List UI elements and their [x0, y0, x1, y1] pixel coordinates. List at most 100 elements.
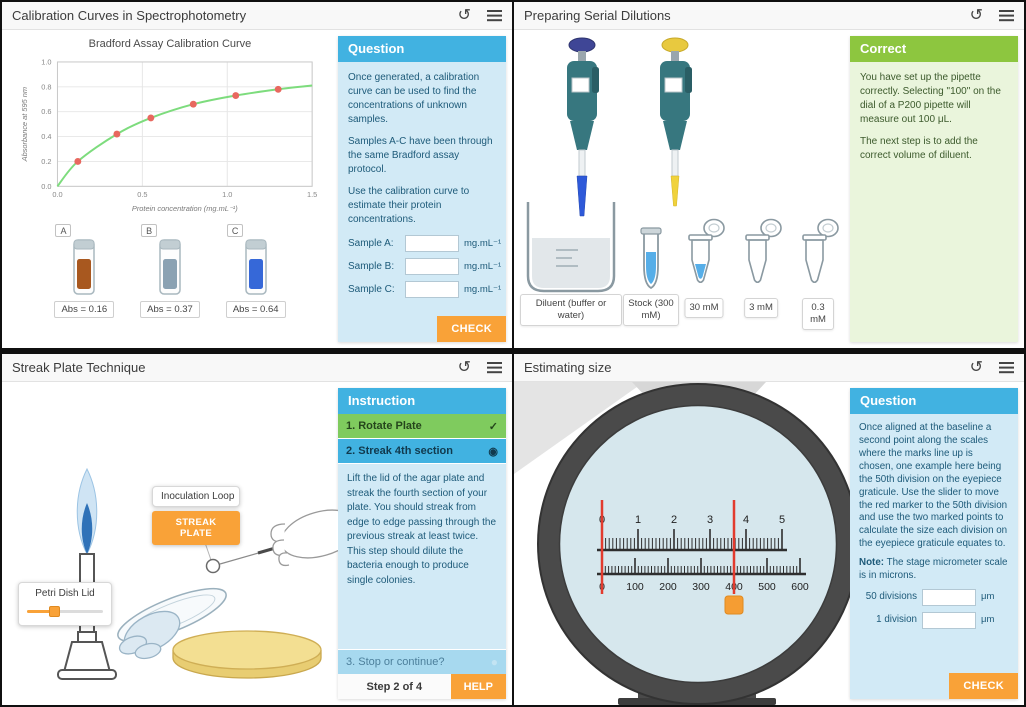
absorbance-label: Abs = 0.16	[54, 301, 115, 318]
streak-plate-button[interactable]: STREAK PLATE	[152, 511, 240, 545]
label-03mM: 0.3 mM	[802, 298, 834, 330]
reset-icon[interactable]: ↺	[457, 6, 471, 24]
instruction-step-2[interactable]: 2. Streak 4th section ◉	[338, 439, 506, 463]
menu-icon[interactable]	[487, 9, 502, 22]
instruction-body: Lift the lid of the agar plate and strea…	[338, 464, 506, 649]
instruction-step-3[interactable]: 3. Stop or continue? ●	[338, 650, 506, 674]
stock-tube[interactable]	[640, 227, 662, 290]
sample-letter: B	[141, 224, 158, 237]
absorbance-label: Abs = 0.37	[140, 301, 200, 318]
label-diluent: Diluent (buffer or water)	[520, 294, 622, 326]
feedback-body: You have set up the pipette correctly. S…	[850, 62, 1018, 342]
sample-c-label: Sample C:	[348, 283, 395, 295]
eyepiece-field	[538, 384, 850, 704]
menu-icon[interactable]	[999, 361, 1014, 374]
menu-icon[interactable]	[999, 9, 1014, 22]
lid-slider	[27, 606, 103, 617]
tube-30mM[interactable]	[688, 218, 725, 284]
titlebar-estimating: Estimating size ↺	[514, 354, 1024, 382]
instruction-step-1[interactable]: 1. Rotate Plate ✓	[338, 414, 506, 438]
note-label: Note:	[859, 557, 885, 569]
svg-text:0.2: 0.2	[41, 157, 51, 166]
reset-icon[interactable]: ↺	[969, 6, 983, 24]
sample-c-unit: mg.mL⁻¹	[464, 283, 502, 295]
chart-title: Bradford Assay Calibration Curve	[88, 38, 252, 50]
svg-text:3: 3	[707, 514, 713, 526]
svg-text:2: 2	[671, 514, 677, 526]
svg-text:300: 300	[692, 581, 710, 593]
step-1-label: 1. Rotate Plate	[346, 420, 422, 432]
petri-dish[interactable]	[172, 630, 322, 679]
sample-a-row: Sample A: mg.mL⁻¹	[348, 235, 501, 252]
one-division-input[interactable]	[922, 612, 976, 630]
streak-scene	[57, 467, 339, 680]
svg-text:1: 1	[635, 514, 641, 526]
check-button[interactable]: CHECK	[437, 316, 506, 342]
svg-text:1.0: 1.0	[41, 57, 51, 66]
step-progress: Step 2 of 4	[366, 680, 423, 693]
check-button[interactable]: CHECK	[949, 673, 1018, 699]
svg-text:600: 600	[791, 581, 809, 593]
diluent-beaker[interactable]	[526, 202, 616, 293]
reset-icon[interactable]: ↺	[969, 358, 983, 376]
microscope-arm	[514, 382, 644, 474]
dilutions-scene	[526, 37, 839, 293]
streak-workspace: Inoculation Loop STREAK PLATE Petri Dish…	[2, 382, 338, 705]
step-2-label: 2. Streak 4th section	[346, 445, 453, 457]
check-icon: ✓	[488, 420, 498, 433]
sample-a-input[interactable]	[405, 235, 459, 252]
microscope-scene: 0123450100200300400500600	[514, 382, 850, 705]
reset-icon[interactable]: ↺	[457, 358, 471, 376]
lid-slider-fill	[27, 610, 55, 613]
titlebar-icons: ↺	[969, 358, 1014, 376]
svg-text:500: 500	[758, 581, 776, 593]
sample-b-label: Sample B:	[348, 260, 395, 272]
one-division-row: 1 division μm	[859, 612, 1009, 630]
question-note: Note: The stage micrometer scale is in m…	[859, 557, 1009, 583]
svg-text:200: 200	[659, 581, 677, 593]
sample-c-input[interactable]	[405, 281, 459, 298]
stage-slider-handle[interactable]	[724, 595, 744, 615]
svg-text:0.0: 0.0	[52, 190, 62, 199]
tube-3mM[interactable]	[745, 218, 782, 284]
svg-text:5: 5	[779, 514, 785, 526]
question-body: Once aligned at the baseline a second po…	[850, 414, 1018, 699]
titlebar-streak: Streak Plate Technique ↺	[2, 354, 512, 382]
cuvette-icon	[159, 239, 181, 295]
instruction-footer: Step 2 of 4 HELP	[338, 674, 506, 699]
svg-text:1.5: 1.5	[307, 190, 317, 199]
lid-slider-track[interactable]	[27, 610, 103, 613]
dilutions-workspace: Diluent (buffer or water) Stock (300 mM)…	[514, 30, 850, 348]
pipette-blue-tip[interactable]	[567, 37, 599, 217]
hand-with-loop[interactable]	[205, 502, 339, 574]
fifty-divisions-input[interactable]	[922, 589, 976, 607]
panel-title: Calibration Curves in Spectrophotometry	[12, 8, 247, 23]
titlebar-dilutions: Preparing Serial Dilutions ↺	[514, 2, 1024, 30]
microscope-workspace: 0123450100200300400500600	[514, 382, 850, 705]
sample-tube-b: B Abs = 0.37	[140, 224, 200, 318]
titlebar-icons: ↺	[457, 358, 502, 376]
panel-calibration: Calibration Curves in Spectrophotometry …	[2, 2, 512, 348]
sample-tubes-row: A Abs = 0.16 B	[54, 224, 286, 318]
panel-estimating: Estimating size ↺ 0123450100200300400500…	[514, 354, 1024, 705]
help-button[interactable]: HELP	[450, 674, 506, 699]
tube-liquid	[163, 259, 177, 289]
lid-tooltip-label: Petri Dish Lid	[35, 588, 95, 599]
graticule-scales[interactable]: 0123450100200300400500600	[597, 500, 809, 615]
sample-letter: A	[55, 224, 72, 237]
radio-pending-icon: ●	[490, 655, 498, 669]
sample-b-input[interactable]	[405, 258, 459, 275]
lid-slider-handle[interactable]	[49, 606, 60, 617]
svg-text:1.0: 1.0	[222, 190, 232, 199]
pipette-yellow-tip[interactable]	[660, 37, 692, 207]
question-panel: Question Once aligned at the baseline a …	[850, 388, 1018, 699]
tube-03mM[interactable]	[802, 218, 839, 284]
sample-tube-a: A Abs = 0.16	[54, 224, 115, 318]
sample-b-row: Sample B: mg.mL⁻¹	[348, 258, 501, 275]
feedback-header: Correct	[850, 36, 1018, 62]
menu-icon[interactable]	[487, 361, 502, 374]
instruction-panel: Instruction 1. Rotate Plate ✓ 2. Streak …	[338, 388, 506, 699]
svg-text:4: 4	[743, 514, 749, 526]
